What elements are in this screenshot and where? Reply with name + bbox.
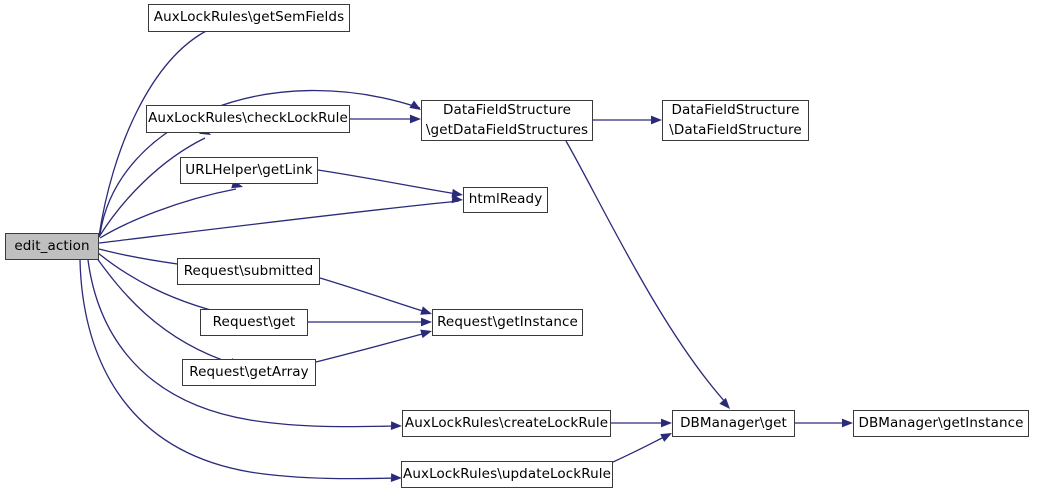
arrowhead: [651, 115, 662, 125]
edge-updatelockrule-to-dbmanagerget: [612, 433, 672, 463]
edge-checklockrule-to-getdatafieldstructures: [350, 114, 421, 124]
graph-node-getdatafieldstructures[interactable]: DataFieldStructure \getDataFieldStructur…: [421, 100, 593, 141]
graph-node-getsemfields[interactable]: AuxLockRules\getSemFields: [148, 4, 350, 32]
edge-submitted-to-requestgetinstance: [319, 277, 432, 315]
edge-dbmanagerget-to-dbmanagergetinstance: [795, 418, 853, 428]
graph-node-edit-action[interactable]: edit_action: [5, 233, 99, 260]
graph-node-submitted[interactable]: Request\submitted: [177, 258, 320, 285]
edge-edit-action-to-updatelockrule: [79, 259, 402, 483]
arrowhead: [390, 421, 402, 431]
edge-getdatafieldstructures-to-dbmanagerget: [565, 140, 730, 409]
graph-node-updatelockrule[interactable]: AuxLockRules\updateLockRule: [401, 461, 613, 488]
graph-node-getarray[interactable]: Request\getArray: [182, 359, 316, 386]
arrowhead: [420, 306, 432, 315]
graph-node-dbmanagergetinstance[interactable]: DBManager\getInstance: [853, 410, 1029, 437]
graph-node-createlockrule[interactable]: AuxLockRules\createLockRule: [402, 410, 611, 437]
arrowhead: [842, 418, 853, 428]
arrowhead: [660, 433, 672, 442]
arrowhead: [421, 317, 432, 327]
edge-requestget-to-requestgetinstance: [308, 317, 432, 327]
arrowhead: [409, 100, 421, 110]
graph-node-dbmanagerget[interactable]: DBManager\get: [672, 410, 795, 437]
graph-node-requestgetinstance[interactable]: Request\getInstance: [432, 309, 583, 336]
graph-node-requestget[interactable]: Request\get: [200, 309, 308, 336]
edge-createlockrule-to-dbmanagerget: [611, 418, 672, 428]
edge-getdatafieldstructures-to-datafieldstructurector: [593, 115, 662, 125]
edge-getarray-to-requestgetinstance: [315, 329, 432, 363]
edge-edit-action-to-getlink: [99, 179, 243, 239]
arrowhead: [661, 418, 672, 428]
arrowhead: [390, 473, 402, 483]
arrowhead: [451, 188, 463, 198]
graph-node-getlink[interactable]: URLHelper\getLink: [180, 157, 318, 184]
arrowhead: [719, 397, 730, 409]
arrowhead: [420, 329, 432, 339]
graph-node-checklockrule[interactable]: AuxLockRules\checkLockRule: [146, 105, 350, 133]
arrowhead: [410, 114, 421, 124]
edge-getlink-to-htmlready: [317, 169, 463, 198]
edge-edit-action-to-createlockrule: [87, 259, 402, 431]
edge-edit-action-to-htmlready: [98, 194, 463, 244]
graph-node-htmlready[interactable]: htmlReady: [463, 187, 548, 213]
graph-node-datafieldstructurector[interactable]: DataFieldStructure \DataFieldStructure: [662, 100, 809, 141]
